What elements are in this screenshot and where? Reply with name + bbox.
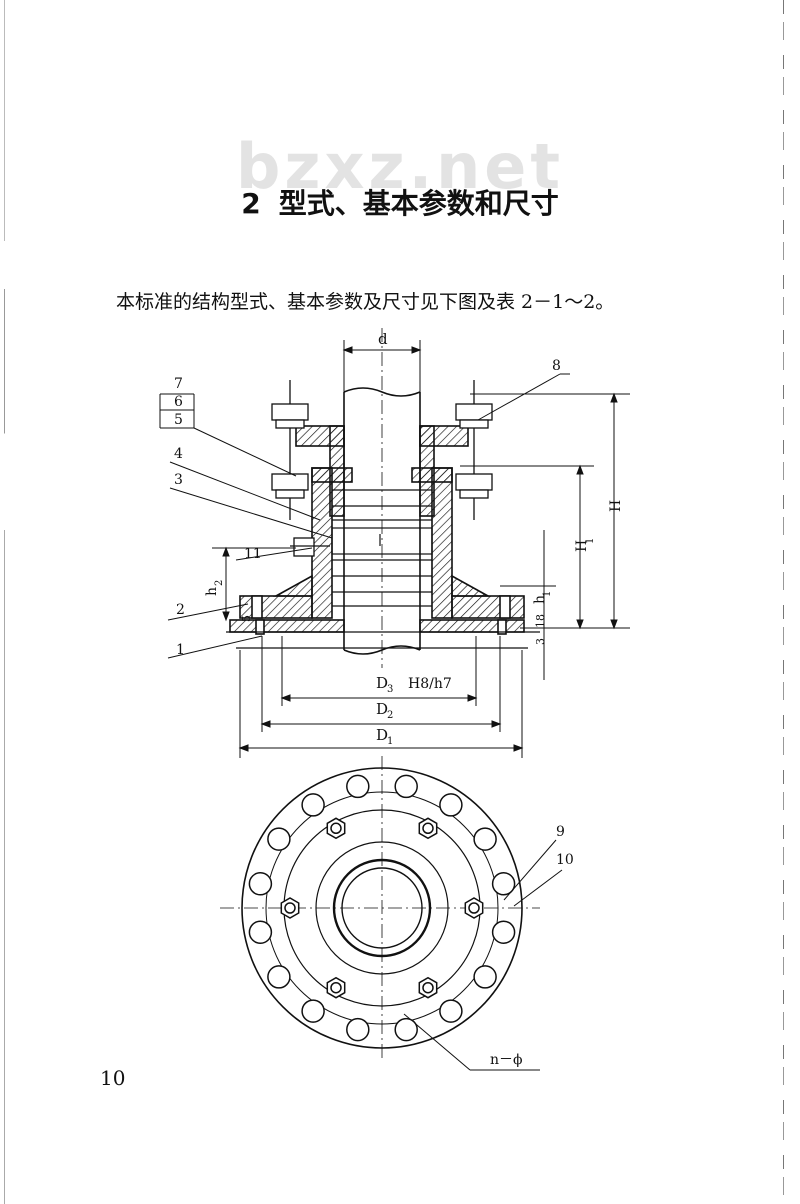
section-view xyxy=(226,328,540,668)
dim-H1: H xyxy=(574,540,590,552)
part-label-8: 8 xyxy=(552,358,561,374)
dim-d: d xyxy=(378,330,388,348)
bolt-hole xyxy=(346,774,370,799)
dim-h1-sub: 1 xyxy=(542,591,553,597)
dimension-d xyxy=(342,340,422,392)
dim-D1-sub: 1 xyxy=(387,736,393,747)
bolt-hole xyxy=(346,1017,370,1042)
bolt-hole xyxy=(491,920,516,944)
part-label-11: 11 xyxy=(244,546,262,562)
part-label-10: 10 xyxy=(556,852,574,868)
gland-bolt xyxy=(422,981,434,994)
bolt-hole xyxy=(473,827,497,851)
gland-nut xyxy=(326,817,346,840)
bolt-hole xyxy=(394,774,418,799)
part-label-6: 6 xyxy=(174,394,183,410)
bottom-plate xyxy=(226,619,540,649)
gland-nut xyxy=(326,976,346,999)
watermark: bzxz.net xyxy=(236,130,564,203)
dim-h1: h xyxy=(532,595,548,604)
bolt-hole xyxy=(439,793,463,817)
section-number: 2 xyxy=(241,187,261,220)
bolt-hole xyxy=(267,965,291,989)
gland-nut xyxy=(280,897,300,919)
bolt-hole xyxy=(301,999,325,1023)
bolt-hole xyxy=(267,827,291,851)
dim-D2-sub: 2 xyxy=(387,710,393,721)
part-label-5: 5 xyxy=(174,412,183,428)
plan-view xyxy=(220,756,540,1062)
dim-18: 18 xyxy=(534,614,547,628)
scan-edge-right xyxy=(783,0,784,1204)
bolt-hole xyxy=(439,999,463,1023)
dim-H: H xyxy=(608,500,624,512)
part-label-3: 3 xyxy=(174,472,183,488)
scan-edge-left xyxy=(4,0,5,1204)
dim-h2: h xyxy=(204,587,220,596)
bolt-hole xyxy=(248,920,273,944)
page-number: 10 xyxy=(100,1066,126,1090)
gland-bolt xyxy=(330,822,342,835)
gland-bolt xyxy=(422,822,434,835)
diameter-dimensions xyxy=(238,636,524,758)
label-n-phi: n－ϕ xyxy=(490,1052,523,1068)
part-label-2: 2 xyxy=(176,602,185,618)
gland-bolt xyxy=(468,902,480,914)
intro-paragraph: 本标准的结构型式、基本参数及尺寸见下图及表 2－1～2。 xyxy=(116,291,615,313)
bolt-hole xyxy=(491,872,516,896)
flange-bolt-holes xyxy=(248,774,516,1042)
dim-3: 3 xyxy=(534,638,547,645)
dim-fit: H8/h7 xyxy=(408,676,452,692)
dim-D3-sub: 3 xyxy=(387,684,393,695)
dim-h2-sub: 2 xyxy=(214,580,225,586)
height-dimensions xyxy=(460,392,630,680)
section-title-text: 型式、基本参数和尺寸 xyxy=(278,187,559,220)
base-flange xyxy=(239,574,525,619)
gland-nut xyxy=(418,976,438,999)
dim-H1-sub: 1 xyxy=(585,538,596,544)
bolt-hole xyxy=(473,965,497,989)
part-label-1: 1 xyxy=(176,642,185,658)
bolt-hole xyxy=(248,872,273,896)
leader-lines xyxy=(159,373,570,1071)
dim-D3: D xyxy=(376,674,388,692)
part-label-9: 9 xyxy=(556,824,565,840)
dim-D1: D xyxy=(376,726,388,744)
section-title: 2 型式、基本参数和尺寸 xyxy=(200,182,600,222)
gland-bolt xyxy=(284,902,296,914)
bolt-hole xyxy=(301,793,325,817)
dim-D2: D xyxy=(376,700,388,718)
bolt-hole xyxy=(394,1017,418,1042)
gland-nut xyxy=(418,817,438,840)
part-label-4: 4 xyxy=(174,446,183,462)
gland-nut xyxy=(464,897,484,919)
gland-bolt xyxy=(330,981,342,994)
dim-5: 5 xyxy=(240,615,253,622)
housing-body xyxy=(311,467,453,619)
gland-bolt-nuts xyxy=(280,817,484,999)
part-label-7: 7 xyxy=(174,376,183,392)
stud-bolts xyxy=(271,380,493,557)
